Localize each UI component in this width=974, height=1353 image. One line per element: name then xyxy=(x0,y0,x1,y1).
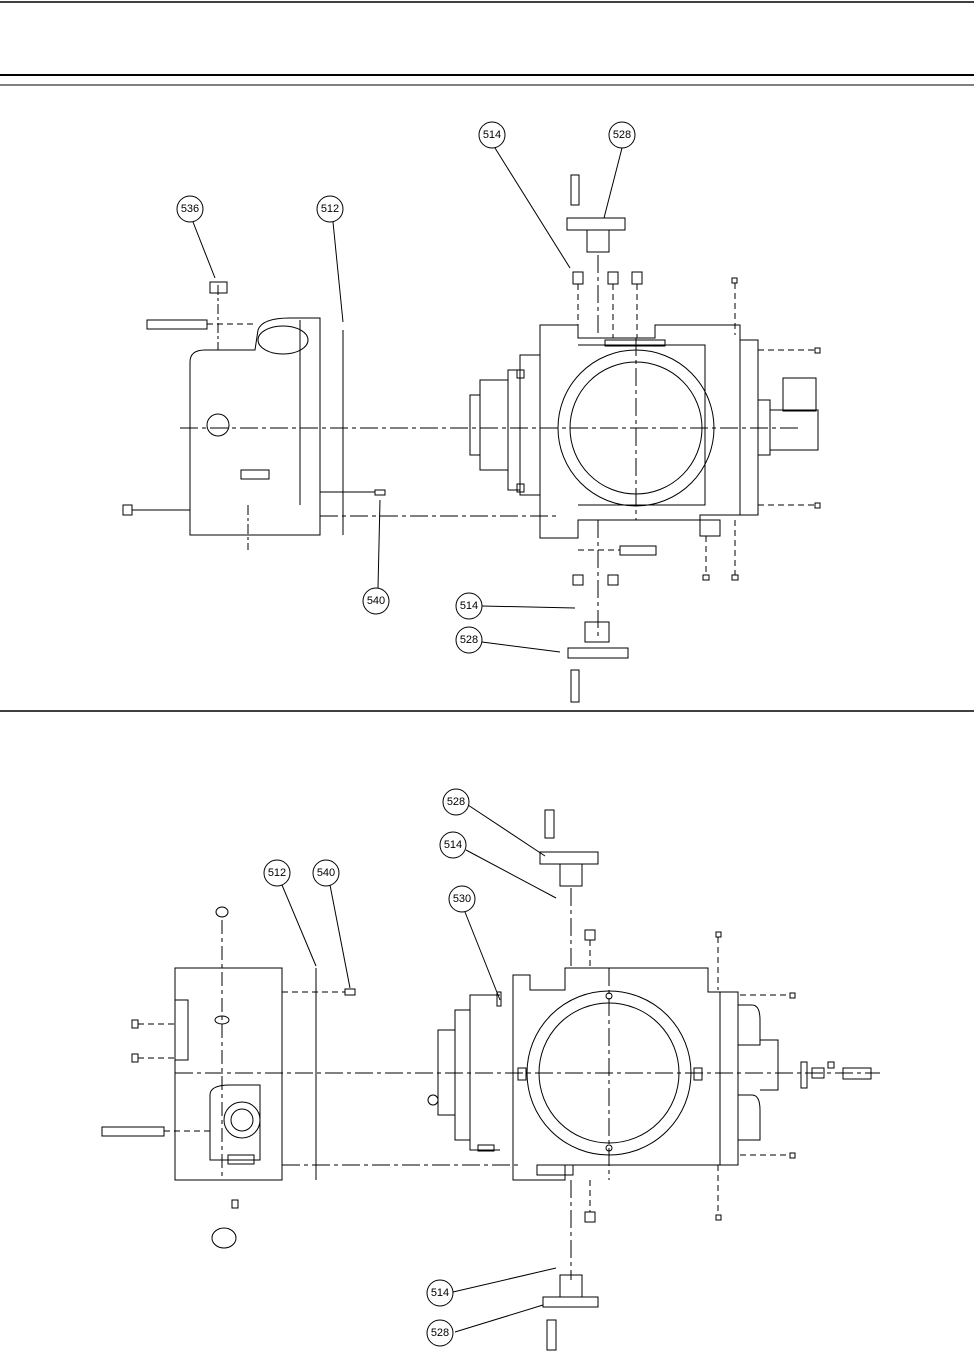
callout-540-bottom-text: 540 xyxy=(317,867,335,879)
callout-528-bottom-a-text: 528 xyxy=(447,796,465,808)
callout-540-top-text: 540 xyxy=(367,595,385,607)
top-cap-assembly-bottom xyxy=(540,810,598,968)
callout-512-bottom-text: 512 xyxy=(268,867,286,879)
callout-514-top-a-text: 514 xyxy=(483,129,501,141)
bottom-exploded-view xyxy=(102,805,880,1350)
callout-536-top-text: 536 xyxy=(181,203,199,215)
main-housing xyxy=(470,278,820,580)
callout-528-bottom-b-text: 528 xyxy=(431,1327,449,1339)
header-rules xyxy=(0,2,974,711)
bottom-cap-assembly xyxy=(568,520,656,702)
callouts-bottom xyxy=(282,805,556,1332)
callout-530-bottom-text: 530 xyxy=(453,893,471,905)
callout-bubbles: 514 528 536 512 540 514 528 528 514 512 … xyxy=(177,122,635,1346)
callout-514-bottom-a-text: 514 xyxy=(444,839,462,851)
callouts-top xyxy=(193,148,622,652)
callout-528-top-b-text: 528 xyxy=(460,634,478,646)
callout-514-top-b-text: 514 xyxy=(460,600,478,612)
bottom-cap-assembly-bottom xyxy=(537,1165,598,1350)
left-bolts-bottom xyxy=(102,1020,254,1164)
callout-528-top-a-text: 528 xyxy=(613,129,631,141)
left-bolts xyxy=(123,282,385,515)
main-housing-bottom xyxy=(428,932,871,1220)
top-cap-assembly xyxy=(567,175,642,338)
gasket-512-bottom xyxy=(282,968,520,1180)
callout-512-top-text: 512 xyxy=(321,203,339,215)
callout-514-bottom-b-text: 514 xyxy=(431,1287,449,1299)
